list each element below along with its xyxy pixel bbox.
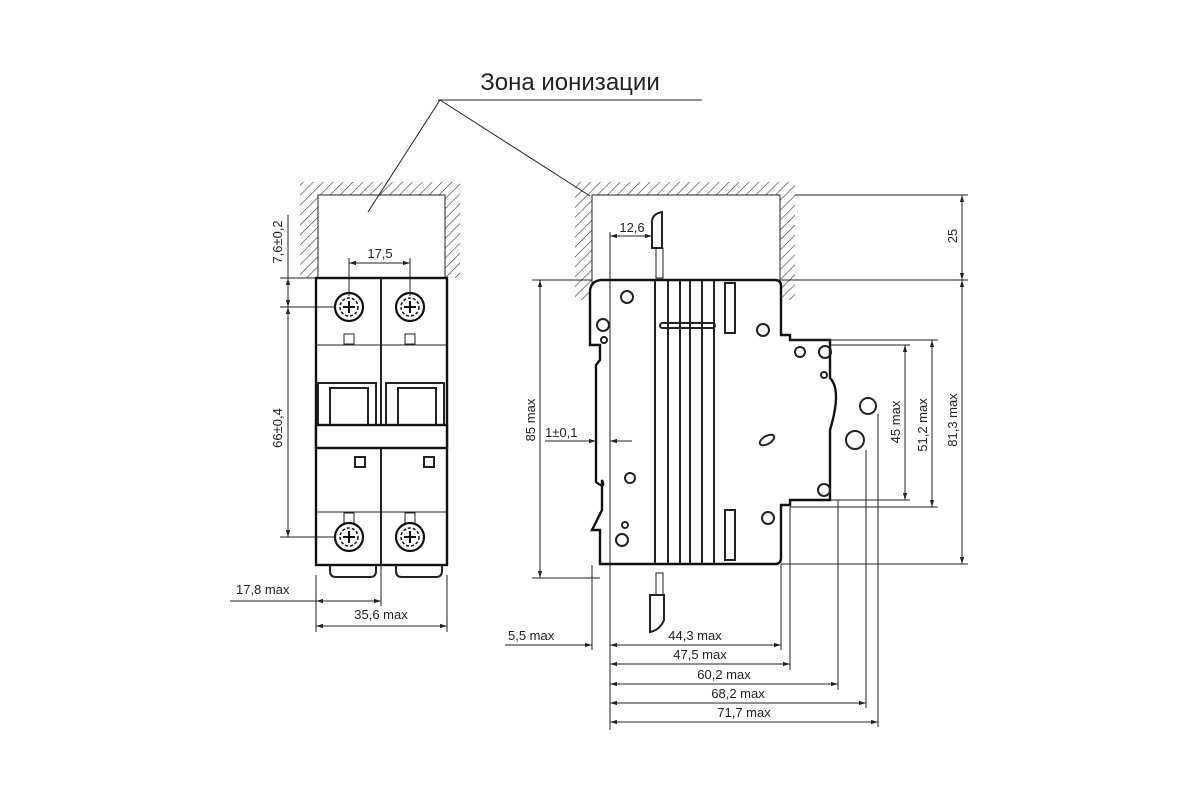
dim-face-height-2: 51,2 max bbox=[915, 398, 930, 452]
terminal-screw-icon bbox=[333, 521, 365, 553]
terminal-screw-icon bbox=[333, 291, 365, 323]
dim-depth: 47,5 max bbox=[673, 647, 727, 662]
dim-depth: 44,3 max bbox=[668, 628, 722, 643]
dim-total-width: 35,6 max bbox=[354, 607, 408, 622]
dim-depth: 71,7 max bbox=[717, 705, 771, 720]
dim-wire-offset: 12,6 bbox=[619, 220, 644, 235]
dim-rail-gap: 1±0,1 bbox=[545, 425, 577, 440]
title-text: Зона ионизации bbox=[480, 69, 659, 96]
dim-terminal-spacing: 66±0,4 bbox=[270, 408, 285, 448]
terminal-screw-icon bbox=[394, 291, 426, 323]
ionization-zone-label: Зона ионизации bbox=[367, 69, 702, 213]
dim-top-clearance: 7,6±0,2 bbox=[270, 220, 285, 263]
dim-pitch: 17,5 bbox=[367, 246, 392, 261]
dim-height: 85 max bbox=[523, 398, 538, 441]
front-view: 17,5 7,6±0,2 66±0,4 17,8 max 35,6 max bbox=[230, 182, 460, 632]
dim-rail-offset: 5,5 max bbox=[508, 628, 555, 643]
ionization-zone-hatch-side bbox=[575, 182, 795, 300]
dim-depth: 68,2 max bbox=[711, 686, 765, 701]
side-view: 25 81,3 max 51,2 max 45 max 85 max 12,6 … bbox=[505, 182, 968, 730]
dim-zone-height: 25 bbox=[945, 229, 960, 243]
handle-bar bbox=[314, 423, 449, 450]
dim-face-height-1: 45 max bbox=[888, 400, 903, 443]
dim-pole-width: 17,8 max bbox=[236, 582, 290, 597]
ionization-zone-hatch bbox=[300, 182, 460, 278]
terminal-screw-icon bbox=[394, 521, 426, 553]
dim-body-height: 81,3 max bbox=[945, 393, 960, 447]
dim-depth: 60,2 max bbox=[697, 667, 751, 682]
